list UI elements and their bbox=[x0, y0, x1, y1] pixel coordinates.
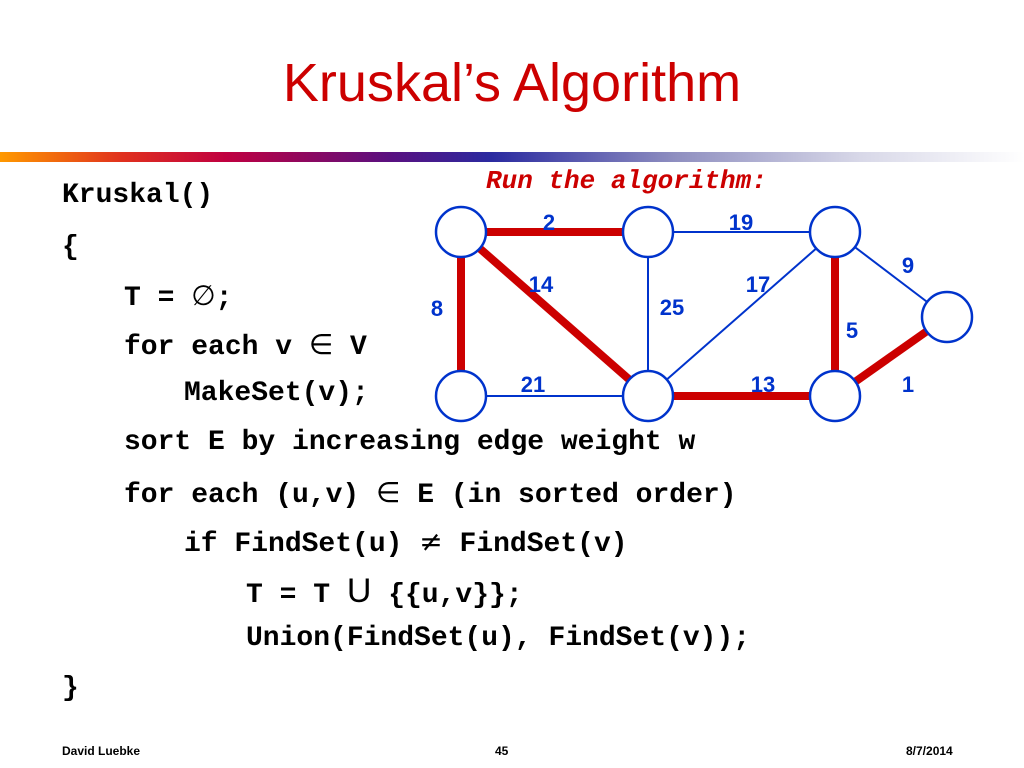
graph-nodes bbox=[434, 205, 974, 423]
edge-weight-a-e: 8 bbox=[431, 296, 443, 321]
code-line-2: { bbox=[62, 232, 79, 263]
edge-weight-c-f: 17 bbox=[746, 272, 770, 297]
graph-node-e bbox=[434, 369, 488, 423]
graph-edges bbox=[457, 228, 950, 400]
code-text: for each v bbox=[124, 332, 309, 363]
code-text: T = T bbox=[246, 580, 347, 611]
code-text: T = bbox=[124, 283, 192, 314]
code-text: if FindSet(u) bbox=[184, 529, 420, 560]
code-line-3: T = ∅; bbox=[124, 279, 232, 316]
title-divider bbox=[0, 152, 1024, 162]
edge-weight-b-f: 25 bbox=[660, 295, 684, 320]
edge-weight-a-f: 14 bbox=[529, 272, 554, 297]
code-line-9: T = T U {{u,v}}; bbox=[246, 574, 523, 613]
graph-weight-labels: 2 19 9 8 14 25 17 5 21 13 1 bbox=[431, 210, 914, 397]
code-text: V bbox=[333, 332, 367, 363]
element-of-symbol: ∈ bbox=[376, 476, 401, 509]
code-line-6: sort E by increasing edge weight w bbox=[124, 427, 696, 458]
empty-set-symbol: ∅ bbox=[191, 279, 216, 312]
edge-a-f bbox=[458, 228, 651, 400]
graph-node-f bbox=[621, 369, 675, 423]
code-text: FindSet(v) bbox=[442, 529, 628, 560]
code-line-10: Union(FindSet(u), FindSet(v)); bbox=[246, 623, 751, 654]
edge-weight-f-g: 13 bbox=[751, 372, 775, 397]
code-text: ; bbox=[215, 283, 233, 314]
code-text: E (in sorted order) bbox=[400, 480, 737, 511]
code-line-4: for each v ∈ V bbox=[124, 328, 367, 365]
edge-weight-e-f: 21 bbox=[521, 372, 545, 397]
edge-weight-c-g: 5 bbox=[846, 318, 858, 343]
edge-weight-g-d: 1 bbox=[902, 372, 914, 397]
edge-weight-c-d: 9 bbox=[902, 253, 914, 278]
code-line-11: } bbox=[62, 673, 79, 704]
union-symbol: U bbox=[346, 572, 372, 610]
graph-node-c bbox=[808, 205, 862, 259]
not-equal-symbol: ≠ bbox=[419, 525, 443, 558]
run-algorithm-label: Run the algorithm: bbox=[486, 166, 767, 196]
graph-node-a bbox=[434, 205, 488, 259]
footer-date: 8/7/2014 bbox=[906, 744, 953, 758]
code-text: {{u,v}}; bbox=[371, 580, 523, 611]
code-line-5: MakeSet(v); bbox=[184, 378, 369, 409]
slide-title: Kruskal’s Algorithm bbox=[282, 53, 742, 113]
edge-weight-a-b: 2 bbox=[543, 210, 555, 235]
edge-weight-b-c: 19 bbox=[729, 210, 753, 235]
element-of-symbol: ∈ bbox=[308, 328, 334, 361]
edge-c-f bbox=[647, 231, 836, 397]
footer-author: David Luebke bbox=[62, 744, 141, 758]
graph-node-d bbox=[920, 290, 974, 344]
graph-node-b bbox=[621, 205, 675, 259]
footer-page-number: 45 bbox=[495, 744, 509, 758]
code-line-8: if FindSet(u) ≠ FindSet(v) bbox=[184, 525, 628, 562]
graph-node-g bbox=[808, 369, 862, 423]
code-line-1: Kruskal() bbox=[62, 180, 214, 211]
code-text: for each (u,v) bbox=[124, 480, 377, 511]
code-line-7: for each (u,v) ∈ E (in sorted order) bbox=[124, 476, 737, 513]
